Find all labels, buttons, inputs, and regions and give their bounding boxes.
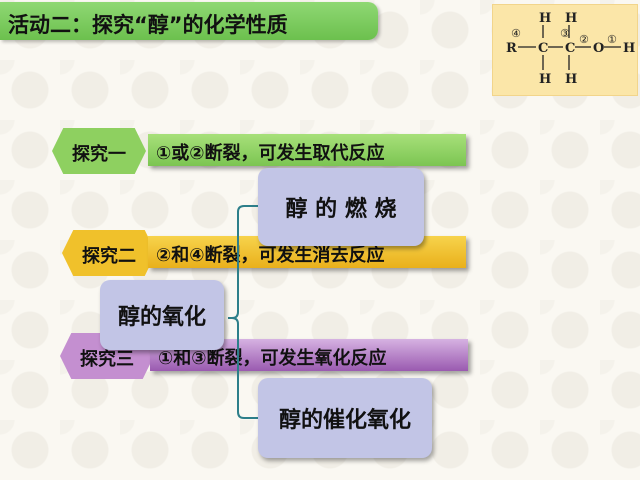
tag-explore-1: 探究一 — [52, 128, 146, 174]
tag-label: 探究二 — [82, 246, 136, 267]
bond-label-1: ① — [607, 33, 617, 46]
h-top-2: H — [565, 11, 577, 26]
card-combustion: 醇 的 燃 烧 — [258, 168, 424, 246]
reaction-text: ①或②断裂，可发生取代反应 — [156, 143, 385, 164]
carbon-2: C — [565, 41, 575, 56]
structure-diagram: H H R C C O H H H ④ ③ ② ① — [506, 11, 635, 87]
structure-formula: H H R C C O H H H ④ ③ ② ① — [492, 4, 638, 96]
reaction-text: ①和③断裂，可发生氧化反应 — [158, 348, 387, 369]
bond-label-2: ② — [579, 33, 589, 46]
h-end: H — [623, 41, 635, 56]
tag-label: 探究三 — [80, 349, 134, 370]
card-catalytic-oxidation: 醇的催化氧化 — [258, 378, 432, 458]
bond-label-3: ③ — [560, 27, 570, 40]
card-alcohol-oxidation: 醇的氧化 — [100, 280, 224, 350]
r-group: R — [506, 41, 517, 56]
page-title: 活动二：探究“醇”的化学性质 — [8, 13, 288, 37]
h-top-1: H — [539, 11, 551, 26]
reaction-text: ②和④断裂，可发生消去反应 — [156, 245, 385, 266]
oxygen: O — [593, 41, 604, 56]
reaction-bar-3: ①和③断裂，可发生氧化反应 — [150, 339, 468, 371]
bond-label-4: ④ — [511, 27, 521, 40]
carbon-1: C — [538, 41, 548, 56]
tag-label: 探究一 — [72, 144, 126, 165]
h-bot-2: H — [565, 72, 577, 87]
title-bar: 活动二：探究“醇”的化学性质 — [0, 2, 378, 40]
h-bot-1: H — [539, 72, 551, 87]
reaction-bar-1: ①或②断裂，可发生取代反应 — [148, 134, 466, 166]
tag-explore-2: 探究二 — [62, 230, 156, 276]
